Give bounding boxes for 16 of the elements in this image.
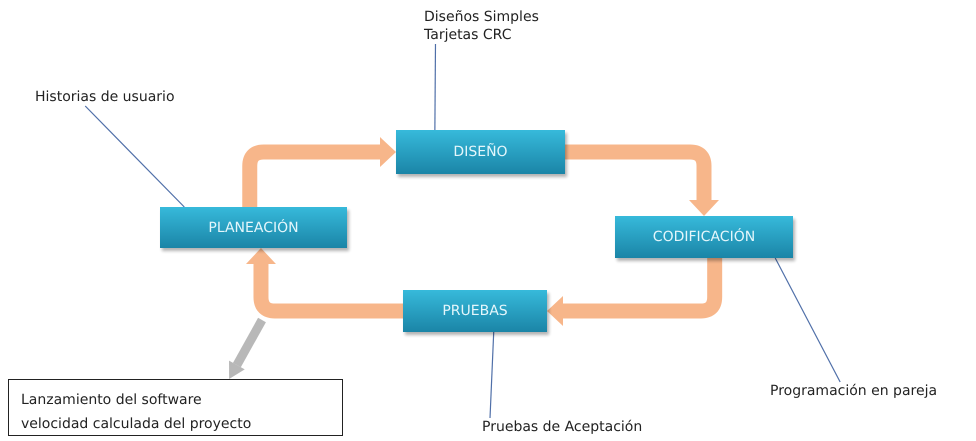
- process-box: DISEÑO: [396, 130, 565, 174]
- leader-line: [84, 106, 185, 208]
- annotation-text: Diseños Simples Tarjetas CRC: [424, 8, 539, 44]
- annotation-text: Programación en pareja: [770, 382, 938, 400]
- block-arrow: [246, 248, 403, 318]
- process-box: PLANEACIÓN: [160, 207, 347, 248]
- block-arrow: [565, 144, 719, 216]
- process-box: PRUEBAS: [403, 290, 547, 332]
- annotation-text: Pruebas de Aceptación: [482, 418, 642, 436]
- note-box: Lanzamiento del software velocidad calculada del proyecto: [8, 379, 343, 436]
- leader-line: [774, 258, 841, 382]
- process-box: CODIFICACIÓN: [615, 216, 793, 258]
- block-arrow: [229, 318, 266, 379]
- leader-line: [434, 44, 436, 130]
- leader-line: [489, 332, 494, 418]
- annotation-text: Historias de usuario: [35, 88, 175, 106]
